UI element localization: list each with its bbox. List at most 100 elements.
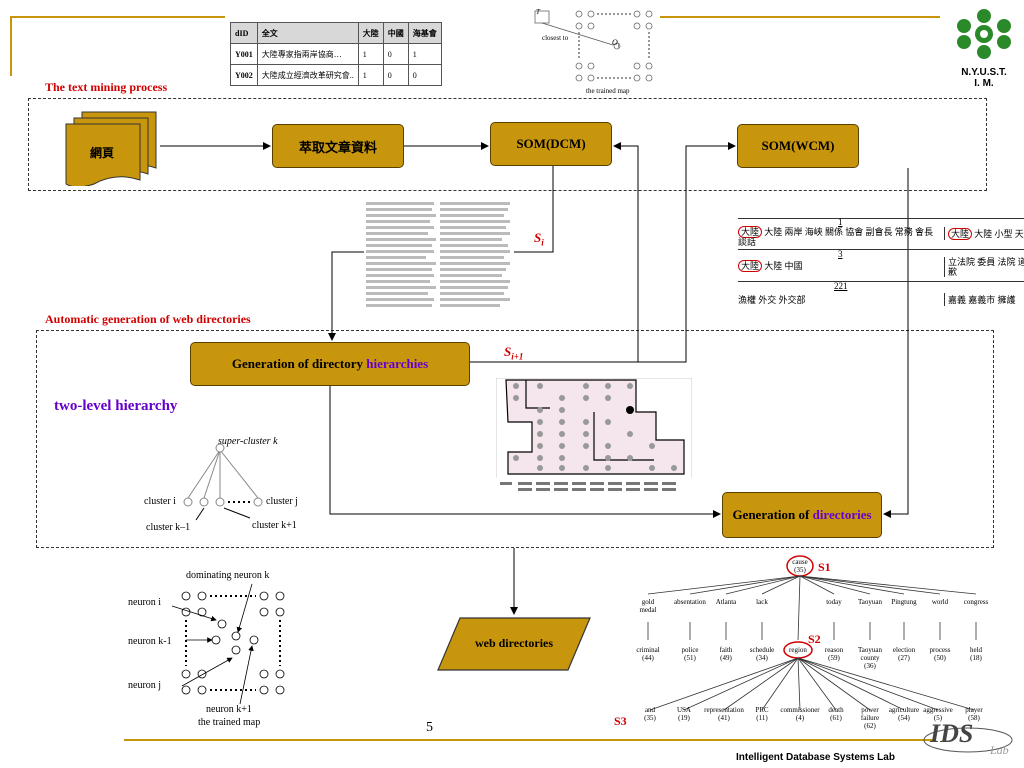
tree-level2-node: region xyxy=(789,646,807,654)
tree-level3-node: agriculture (54) xyxy=(888,706,920,722)
tree-level3-node: and (35) xyxy=(644,706,656,722)
top-trained-map xyxy=(534,10,653,82)
cluster-j-label: cluster j xyxy=(266,496,298,507)
gen-directories-box: Generation of directories xyxy=(722,492,882,538)
tree-level3-node: player (58) xyxy=(965,706,983,722)
nyust-logo: N.Y.U.S.T. I. M. xyxy=(952,6,1016,89)
tree-level1-node: congress xyxy=(963,598,989,606)
tree-edge xyxy=(761,575,801,595)
tree-level3-node: representation (41) xyxy=(704,706,744,722)
cluster-k1-label: cluster k–1 xyxy=(146,522,191,533)
tree-edge xyxy=(799,575,835,595)
tree-level1-node: Pingtung xyxy=(891,598,917,606)
som-wcm-box: SOM(WCM) xyxy=(737,124,859,168)
wcm-table: 1 大陸 大陸 兩岸 海峽 關係 協會 副會長 常務 會長 談話 大陸 大陸 小… xyxy=(738,217,1024,319)
svg-text:Lab: Lab xyxy=(989,743,1009,757)
oi-label: Oi xyxy=(612,38,620,50)
tree-edge xyxy=(683,657,799,711)
footer-rule xyxy=(124,739,934,741)
tree-edge xyxy=(797,657,905,711)
tree-level1-node: today xyxy=(826,598,842,606)
som-cluster-map xyxy=(496,378,692,496)
top-rule-left xyxy=(10,16,225,18)
tree-level3-node: death (61) xyxy=(828,706,844,722)
tree-level3-node: power failure (62) xyxy=(860,706,880,730)
tree-edge xyxy=(797,575,801,641)
logo-icon xyxy=(957,9,1011,59)
neuron-map xyxy=(181,591,285,695)
ids-lab-icon: IDS Lab xyxy=(923,719,1013,757)
gen-dir-prefix: Generation of xyxy=(732,507,813,522)
wcm-num2: 3 xyxy=(838,249,843,259)
auto-gen-region xyxy=(36,330,994,548)
neuron-map-caption: the trained map xyxy=(198,717,261,728)
super-cluster-label: super-cluster k xyxy=(218,436,278,447)
tree-edge xyxy=(649,657,799,711)
tree-level1-node: Taoyuan xyxy=(857,598,882,606)
tree-level1-node: lack xyxy=(756,598,768,606)
two-level-title: two-level hierarchy xyxy=(54,398,178,414)
top-rule-right xyxy=(660,16,940,18)
extract-box: 萃取文章資料 xyxy=(272,124,404,168)
closest-to-label: closest to xyxy=(542,34,569,42)
tree-level3-node: aggressive (5) xyxy=(923,706,953,722)
tree-level1-node: world xyxy=(931,598,949,606)
wcm-row2-right: 立法院 委員 法院 道歉 xyxy=(944,257,1024,277)
s2-label: S2 xyxy=(808,632,821,646)
lab-logo: IDS Lab xyxy=(920,712,1020,762)
si1-label: Si+1 xyxy=(504,344,524,362)
lab-name: Intelligent Database Systems Lab xyxy=(736,752,895,763)
table-header-cell: 海基會 xyxy=(407,22,442,44)
table-header-cell: 全文 xyxy=(256,22,359,44)
tree-level1-node: absentation xyxy=(674,598,706,606)
tree-edge xyxy=(799,575,871,595)
si-label: Si xyxy=(534,230,544,248)
web-directories-shape xyxy=(437,617,591,671)
neuron-kp1-label: neuron k+1 xyxy=(206,704,252,715)
web-directories-label: web directories xyxy=(474,636,554,650)
gen-hier-prefix: Generation of directory xyxy=(231,356,367,371)
tree-level3-node: USA (19) xyxy=(676,706,691,722)
tree-edge xyxy=(689,575,801,595)
web-pages-label: 網頁 xyxy=(90,146,115,160)
tree-level2-node: reason (59) xyxy=(824,646,844,662)
wcm-num3: 221 xyxy=(834,281,848,291)
tree-level1-node: gold medal xyxy=(639,598,657,614)
tree-level2-node: Taoyuan county (36) xyxy=(857,646,882,670)
page-number: 5 xyxy=(426,720,433,735)
web-pages-stack xyxy=(65,111,157,186)
tree-level1-node: Atlanta xyxy=(715,598,737,606)
wcm-row3: 漁權 外交 外交部 xyxy=(738,295,806,305)
wcm-row1: 大陸 大陸 兩岸 海峽 關係 協會 副會長 常務 會長 談話 xyxy=(738,226,934,247)
tree-level2-node: criminal (44) xyxy=(636,646,660,662)
table-header-cell: 中國 xyxy=(382,22,409,44)
tree-level3-node: commissioner (4) xyxy=(780,706,820,722)
text-mining-title: The text mining process xyxy=(45,80,168,94)
tree-edge xyxy=(725,575,801,595)
tree-edge xyxy=(799,575,905,595)
tree-edge xyxy=(723,657,799,711)
neuron-i-label: neuron i xyxy=(128,597,162,608)
tree-level2-node: schedule (34) xyxy=(749,646,775,662)
wcm-row2: 大陸 大陸 中國 xyxy=(738,259,803,272)
table-header-cell: 大陸 xyxy=(357,22,384,44)
dominating-neuron-label: dominating neuron k xyxy=(186,570,270,581)
tree-level2-node: faith (49) xyxy=(719,646,733,662)
document-snippet xyxy=(364,200,514,310)
cluster-kp1-label: cluster k+1 xyxy=(252,520,297,531)
som-dcm-box: SOM(DCM) xyxy=(490,122,612,166)
t-label: T xyxy=(536,8,540,16)
tree-edge xyxy=(797,657,871,711)
tree-edge xyxy=(797,657,939,711)
tree-root: cause (35) xyxy=(792,558,808,574)
tree-level3-node: PRC (11) xyxy=(755,706,769,722)
tree-edge xyxy=(799,575,977,595)
s3-label: S3 xyxy=(614,714,627,728)
top-rule-left-vert xyxy=(10,16,12,76)
directory-tree-labels: cause (35) gold medal absentation Atlanta la… xyxy=(604,550,1024,740)
logo-line1: N.Y.U.S.T. xyxy=(961,67,1007,78)
